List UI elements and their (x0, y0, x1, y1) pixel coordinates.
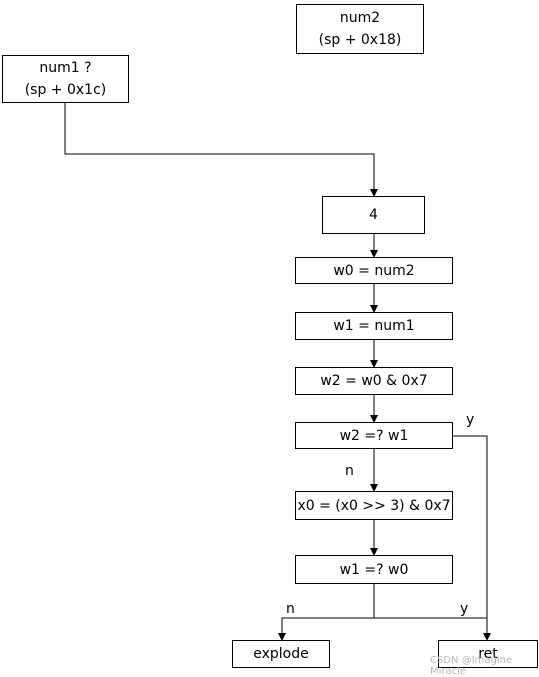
edge-label-no-1: n (345, 463, 354, 479)
edge-cmp1-yes-to-ret (453, 435, 491, 641)
edge-num1-to-4 (64, 103, 378, 197)
edge-label-no-2: n (286, 601, 295, 617)
edge-label-yes-1: y (466, 412, 475, 428)
node-num1-line2: (sp + 0x1c) (24, 82, 107, 98)
edge-cmp2-no-to-explode (278, 617, 374, 641)
watermark: CSDN @Imagine Miracle (430, 655, 513, 677)
node-num2-line1: num2 (339, 10, 381, 26)
node-num2-line2: (sp + 0x18) (318, 32, 402, 48)
node-ret: ret (438, 640, 538, 668)
node-num2: num2 (sp + 0x18) (296, 4, 424, 54)
node-const-4: 4 (322, 196, 425, 234)
node-explode: explode (232, 640, 330, 668)
node-w0-assign: w0 = num2 (295, 257, 453, 284)
node-w1-assign: w1 = num1 (295, 312, 453, 340)
node-compare-w1-w0: w1 =? w0 (295, 555, 453, 584)
edge-label-yes-2: y (460, 601, 469, 617)
node-compare-w2-w1: w2 =? w1 (295, 422, 453, 449)
node-x0-shift: x0 = (x0 >> 3) & 0x7 (295, 491, 453, 520)
node-num1-line1: num1 ? (39, 60, 92, 76)
node-w2-and: w2 = w0 & 0x7 (295, 367, 453, 395)
node-num1: num1 ? (sp + 0x1c) (2, 55, 129, 103)
